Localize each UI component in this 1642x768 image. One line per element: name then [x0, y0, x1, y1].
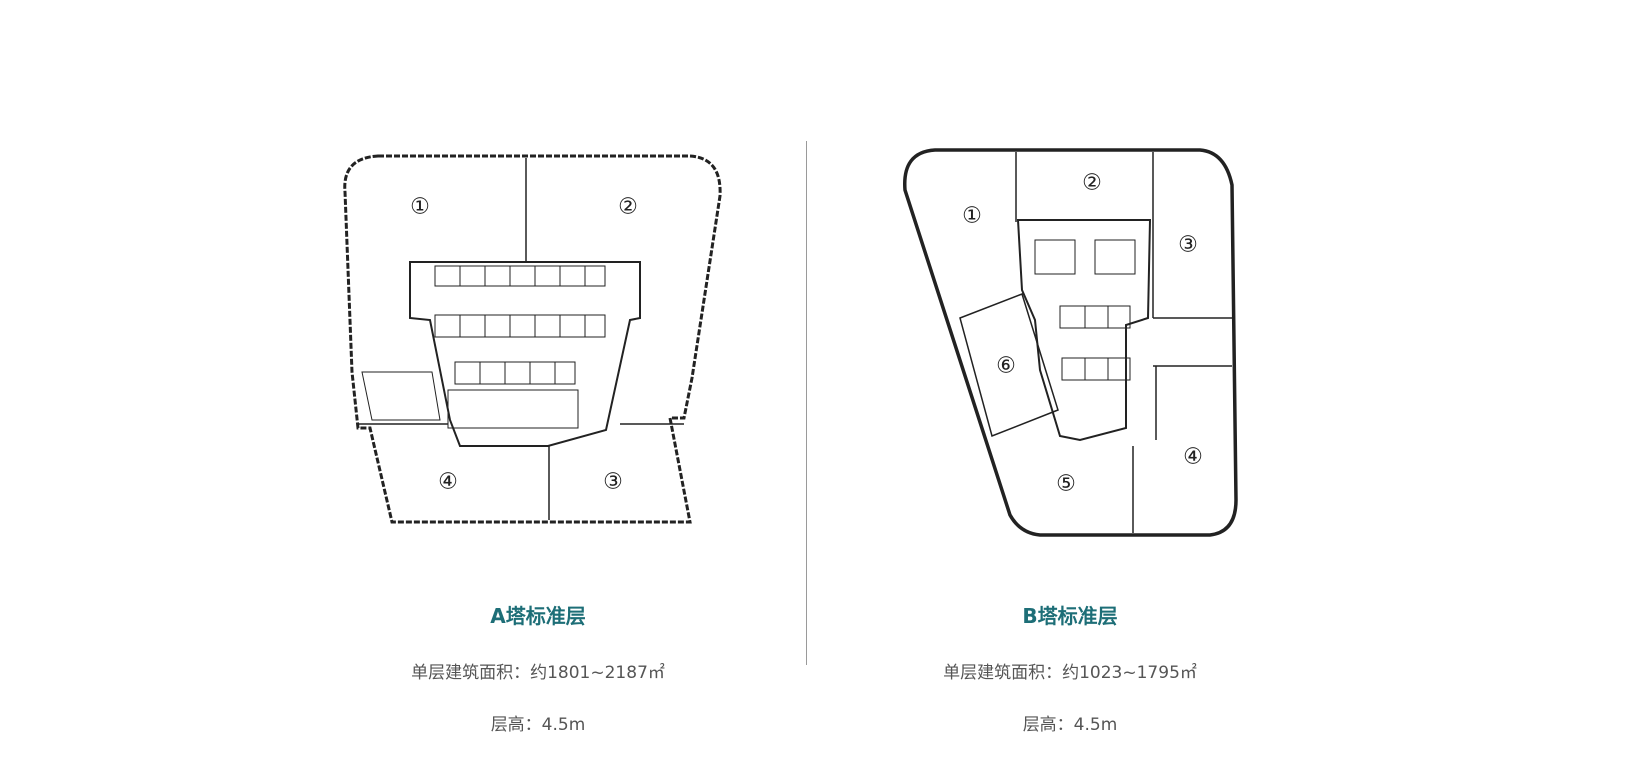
tower-a-area: 单层建筑面积：约1801~2187㎡ [411, 663, 665, 683]
unit-label-a-2: ② [618, 195, 638, 220]
unit-label-b-2: ② [1082, 171, 1102, 196]
tower-a-floor-height: 层高：4.5m [490, 715, 586, 735]
unit-label-a-3: ③ [603, 470, 623, 495]
tower-b-floor-plan [903, 148, 1238, 537]
unit-label-a-4: ④ [438, 470, 458, 495]
unit-label-a-1: ① [410, 195, 430, 220]
tower-b-area: 单层建筑面积：约1023~1795㎡ [943, 663, 1197, 683]
unit-label-b-3: ③ [1178, 233, 1198, 258]
unit-label-b-6: ⑥ [996, 354, 1016, 379]
tower-a-floor-plan [343, 154, 722, 524]
column-divider [806, 141, 807, 665]
unit-label-b-1: ① [962, 204, 982, 229]
tower-b-floor-height: 层高：4.5m [1022, 715, 1118, 735]
tower-a-title: A塔标准层 [490, 604, 586, 628]
tower-b-title: B塔标准层 [1022, 604, 1118, 628]
unit-label-b-4: ④ [1183, 445, 1203, 470]
unit-label-b-5: ⑤ [1056, 472, 1076, 497]
